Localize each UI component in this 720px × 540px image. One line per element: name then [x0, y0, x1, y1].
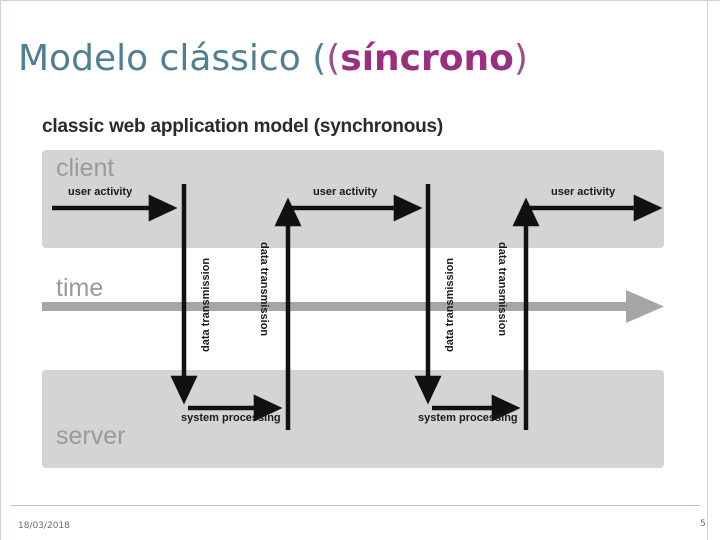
page-title-plain-start: Modelo clássico ( — [18, 38, 327, 79]
lane-band-server — [42, 370, 664, 468]
time-axis-arrow — [42, 290, 664, 323]
lane-band-client — [42, 150, 664, 248]
diagram-caption: classic web application model (synchrono… — [42, 116, 444, 137]
page-title: Modelo clássico ((síncrono) — [18, 38, 528, 79]
footer-date: 18/03/2018 — [18, 521, 70, 531]
server-activity-1-label: system processing — [181, 412, 281, 424]
slide-border-left — [0, 0, 1, 540]
data-transmission-2-label: data transmission — [258, 242, 270, 337]
footer-divider — [10, 505, 700, 506]
data-transmission-3-label: data transmission — [444, 257, 456, 352]
lane-label-client: client — [56, 154, 115, 182]
footer-page-number: 5 — [700, 519, 706, 529]
client-activity-2-label: user activity — [313, 186, 378, 198]
diagram-flow-paths — [42, 184, 664, 430]
server-activity-2-label: system processing — [418, 412, 518, 424]
page-title-emphasis: síncrono — [340, 38, 514, 79]
client-activity-1-label: user activity — [68, 186, 133, 198]
client-activity-3-label: user activity — [551, 186, 616, 198]
data-transmission-1-label: data transmission — [200, 257, 212, 352]
lane-label-time: time — [56, 274, 104, 302]
diagram-classic-web-application-model: classic web application model (synchrono… — [38, 112, 668, 472]
data-transmission-4-label: data transmission — [496, 242, 508, 337]
slide-border-top — [0, 0, 720, 1]
lane-label-server: server — [56, 422, 126, 450]
slide-border-right — [707, 0, 708, 540]
